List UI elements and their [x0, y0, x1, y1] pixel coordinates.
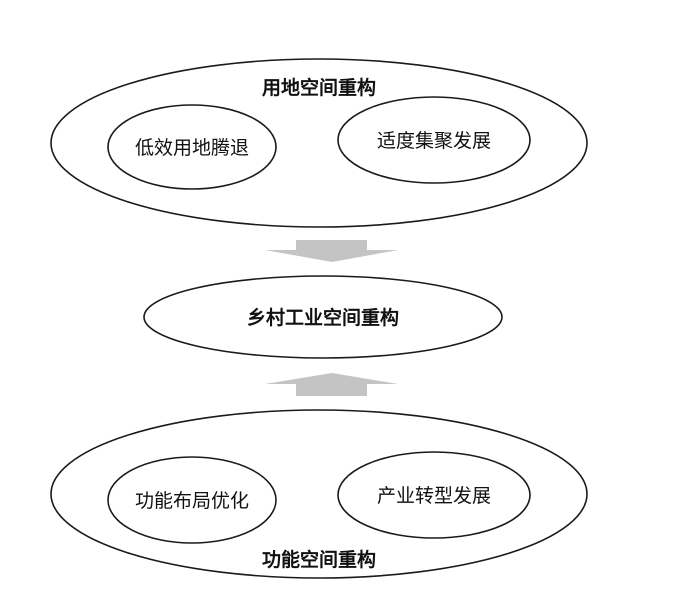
moderate-agglomeration-label: 适度集聚发展 — [377, 130, 491, 152]
up-arrow — [265, 373, 398, 396]
land-use-title: 用地空间重构 — [262, 76, 376, 99]
function-group: 功能布局优化 产业转型发展 功能空间重构 — [50, 409, 588, 579]
rural-industrial-ellipse — [143, 275, 503, 359]
industry-transformation-ellipse — [337, 451, 531, 539]
center-group: 乡村工业空间重构 — [143, 275, 503, 359]
layout-optimization-ellipse — [107, 456, 277, 544]
down-arrow — [265, 240, 398, 262]
land-use-group: 用地空间重构 低效用地腾退 适度集聚发展 — [50, 58, 588, 228]
moderate-agglomeration-ellipse — [337, 96, 531, 184]
layout-optimization-label: 功能布局优化 — [135, 490, 249, 512]
industry-transformation-label: 产业转型发展 — [377, 485, 491, 507]
inefficient-land-exit-label: 低效用地腾退 — [135, 137, 249, 159]
function-title: 功能空间重构 — [262, 548, 376, 571]
rural-industrial-title: 乡村工业空间重构 — [247, 306, 399, 329]
inefficient-land-exit-ellipse — [107, 104, 277, 190]
